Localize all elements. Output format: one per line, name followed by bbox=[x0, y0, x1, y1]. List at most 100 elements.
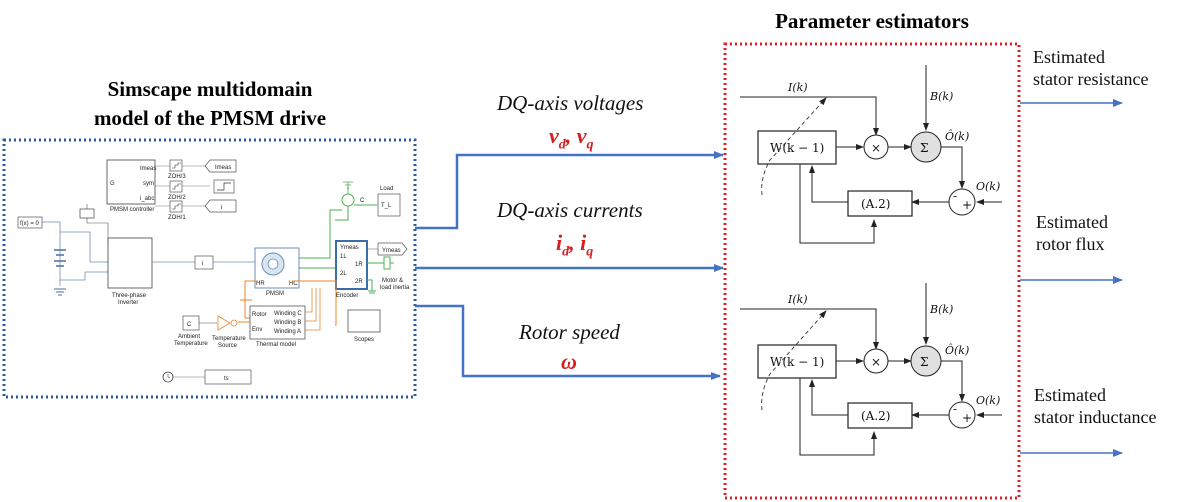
inertia-label: Motor &load inertia bbox=[380, 278, 410, 291]
speed-symbol: ω bbox=[561, 349, 577, 374]
est-bot-w-block[interactable] bbox=[757, 344, 837, 379]
thermal-port-winding-a: Winding A bbox=[274, 329, 301, 335]
load-port-tl: T_L bbox=[381, 203, 392, 209]
zoh3-label: ZOH/3 bbox=[168, 174, 186, 180]
solver-config-label: f(x) = 0 bbox=[20, 221, 40, 227]
ambient-temperature-c: C bbox=[187, 322, 192, 328]
from-imeas-label: Imeas bbox=[215, 165, 231, 171]
current-sensor-label: i bbox=[202, 261, 203, 267]
encoder-block[interactable] bbox=[335, 240, 368, 290]
pmsm-controller-port-g: G bbox=[110, 181, 115, 187]
zoh3-block[interactable] bbox=[169, 159, 183, 172]
output-resistance-line2: stator resistance bbox=[1033, 69, 1149, 89]
est-top-o: O(k) bbox=[976, 180, 1000, 193]
ts-goto-block[interactable] bbox=[204, 369, 252, 385]
zoh-blocks: ZOH/3 ZOH/2 ZOH/1 bbox=[155, 159, 210, 221]
voltages-symbol: vd, vq bbox=[549, 123, 594, 153]
pmsm-controller-port-sym: sym bbox=[143, 181, 154, 187]
ambient-label-line1: Ambient bbox=[178, 334, 200, 340]
est-bot-a2-label: (A.2) bbox=[861, 409, 890, 423]
speed-arrow bbox=[415, 304, 721, 380]
output-resistance: Estimated stator resistance bbox=[1033, 46, 1148, 90]
thermal-port-winding-c: Winding C bbox=[274, 311, 302, 317]
estimator-bottom: I(k) B(k) W(k − 1) × Σ Ô(k) - + O(k) (A.… bbox=[740, 283, 1002, 456]
est-top-sum-sign: Σ bbox=[920, 141, 928, 155]
inertia-label-line2: load inertia bbox=[380, 285, 410, 291]
inverter-block[interactable] bbox=[107, 237, 153, 289]
inverter-label-line2: Inverter bbox=[118, 300, 138, 306]
est-top-input-i: I(k) bbox=[787, 81, 808, 94]
torque-source-icon[interactable] bbox=[341, 181, 355, 207]
est-bot-a2-block[interactable] bbox=[847, 402, 913, 429]
dc-source-icon[interactable] bbox=[54, 249, 66, 296]
zoh2-block[interactable] bbox=[169, 180, 183, 193]
temperature-source-icon[interactable] bbox=[217, 315, 238, 331]
est-bot-sum-sign: Σ bbox=[920, 355, 928, 369]
goto-meas-block[interactable] bbox=[377, 242, 408, 256]
temp-source-line2: Source bbox=[218, 343, 238, 349]
solver-config-block[interactable] bbox=[17, 216, 43, 229]
from-imeas-block[interactable] bbox=[204, 159, 237, 173]
ambient-label-line2: Temperature bbox=[174, 341, 208, 347]
estimator-top: I(k) B(k) W(k − 1) × Σ Ô(k) - + O(k) (A.… bbox=[740, 65, 1002, 244]
right-panel-title: Parameter estimators bbox=[775, 9, 969, 33]
inverter-label-line1: Three-phase bbox=[112, 293, 147, 299]
est-bot-minus: - bbox=[953, 402, 957, 416]
current-sensor-block[interactable] bbox=[194, 255, 214, 270]
output-resistance-line1: Estimated bbox=[1033, 47, 1105, 67]
thermal-model-label: Thermal model bbox=[256, 342, 296, 348]
est-bot-multiply-sign: × bbox=[871, 355, 881, 369]
simscape-model-frame bbox=[2, 138, 417, 399]
scopes-block[interactable] bbox=[347, 309, 381, 333]
output-flux-line2: rotor flux bbox=[1036, 234, 1105, 254]
pmsm-label: PMSM bbox=[266, 291, 284, 297]
encoder-port-1r: 1R bbox=[355, 262, 363, 268]
ts-label: ts bbox=[224, 376, 229, 382]
encoder-label: Encoder bbox=[336, 293, 358, 299]
pmsm-port-hr: HR bbox=[256, 281, 265, 287]
torque-port-c: C bbox=[360, 198, 365, 204]
zoh2-label: ZOH/2 bbox=[168, 195, 186, 201]
est-top-multiply-sign: × bbox=[871, 141, 881, 155]
output-inductance-line2: stator inductance bbox=[1034, 407, 1157, 427]
est-top-a2-block[interactable] bbox=[847, 190, 913, 217]
load-block[interactable] bbox=[377, 193, 401, 217]
output-inductance: Estimated stator inductance bbox=[1034, 384, 1156, 428]
left-panel-title: Simscape multidomain model of the PMSM d… bbox=[60, 77, 360, 131]
encoder-port-1l: 1L bbox=[340, 254, 347, 260]
encoder-port-2l: 2L bbox=[340, 271, 347, 277]
thermal-port-rotor: Rotor bbox=[252, 312, 267, 318]
est-top-w-label: W(k − 1) bbox=[770, 141, 824, 155]
est-bot-o: O(k) bbox=[976, 394, 1000, 407]
output-inductance-line1: Estimated bbox=[1034, 385, 1106, 405]
est-bot-w-label: W(k − 1) bbox=[770, 355, 824, 369]
zoh1-label: ZOH/1 bbox=[168, 215, 186, 221]
speed-label: Rotor speed bbox=[519, 320, 620, 344]
load-label: Load bbox=[380, 186, 393, 192]
est-bot-input-b: B(k) bbox=[929, 303, 953, 316]
left-title-line2: model of the PMSM drive bbox=[93, 106, 327, 130]
encoder-port-2r: 2R bbox=[355, 279, 363, 285]
output-flux: Estimated rotor flux bbox=[1036, 211, 1108, 255]
currents-symbol: id, iq bbox=[556, 230, 594, 260]
output-flux-line1: Estimated bbox=[1036, 212, 1108, 232]
voltages-label: DQ-axis voltages bbox=[497, 91, 644, 115]
zoh1-block[interactable] bbox=[169, 200, 183, 213]
thermal-port-winding-b: Winding B bbox=[274, 320, 301, 326]
from-i-label: i bbox=[221, 205, 222, 211]
pmsm-controller-port-imeas: Imeas bbox=[140, 166, 156, 172]
inertia-icon[interactable] bbox=[383, 256, 391, 270]
thermal-model-block[interactable] bbox=[249, 305, 306, 340]
currents-label: DQ-axis currents bbox=[497, 198, 643, 222]
pmsm-controller-block[interactable] bbox=[106, 159, 156, 205]
gate-selector-block[interactable] bbox=[79, 208, 95, 219]
left-title-line1: Simscape multidomain bbox=[107, 77, 313, 101]
est-top-plus: + bbox=[962, 198, 972, 212]
thermal-port-env: Env bbox=[252, 327, 262, 333]
est-top-minus: - bbox=[953, 189, 957, 203]
from-i-block[interactable] bbox=[204, 199, 237, 213]
pmsm-controller-label: PMSM controller bbox=[110, 207, 154, 213]
